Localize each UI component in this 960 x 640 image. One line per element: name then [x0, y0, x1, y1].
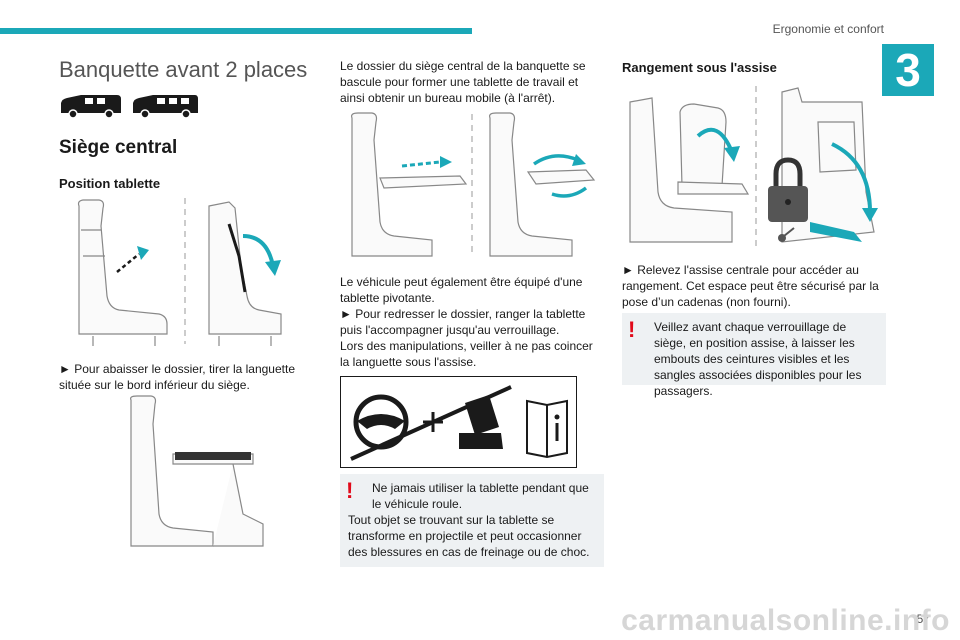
warning-icon: !: [628, 317, 636, 342]
tab-caution-note: Lors des manipulations, veiller à ne pas…: [340, 339, 593, 369]
page-title: Banquette avant 2 places: [59, 57, 308, 82]
intro-backrest-table: Le dossier du siège central de la banque…: [340, 59, 586, 105]
van-long-icon: [133, 95, 198, 119]
seat-table-icon: [459, 395, 503, 449]
illustration-under-seat-storage: [622, 82, 884, 252]
warning-no-use-while-driving: Ne jamais utiliser la tablette pendant q…: [372, 481, 589, 511]
chapter-number-badge: 3: [882, 44, 934, 96]
van-icons: [59, 93, 199, 119]
van-short-icon: [61, 95, 121, 119]
symbol-box-no-table-while-driving: [340, 376, 577, 468]
warning-seatbelt-text: Veillez avant chaque verrouillage de siè…: [654, 320, 862, 398]
padlock-icon: [768, 157, 808, 222]
section-heading-under-seat-storage: Rangement sous l'assise: [622, 60, 777, 75]
warning-projectile: Tout objet se trouvant sur la tablette s…: [348, 513, 590, 559]
section-heading-central-seat: Siège central: [59, 137, 178, 158]
swivel-table-note: Le véhicule peut également être équipé d…: [340, 275, 583, 305]
manual-info-icon: [526, 399, 568, 459]
paragraph-swivel-table: Le véhicule peut également être équipé d…: [340, 274, 600, 370]
watermark-logo: carmanualsonline.info: [621, 604, 950, 637]
step-raise-seat-storage: ► Relevez l'assise centrale pour accéder…: [622, 263, 879, 309]
step-raise-backrest: ► Pour redresser le dossier, ranger la t…: [340, 307, 586, 337]
illustration-seat-tab-pull: [59, 196, 289, 346]
top-accent-bar: [0, 28, 472, 34]
chapter-label: Ergonomie et confort: [772, 22, 884, 36]
warning-box-seatbelts: ! Veillez avant chaque verrouillage de s…: [622, 313, 886, 398]
step-lower-backrest: ► Pour abaisser le dossier, tirer la lan…: [59, 362, 295, 392]
illustration-table-sliding: [340, 110, 598, 260]
key-icon: [778, 227, 795, 242]
warning-box-table-driving: ! Ne jamais utiliser la tablette pendant…: [340, 474, 604, 567]
warning-icon: !: [346, 478, 354, 503]
page-number: 57: [916, 612, 930, 626]
illustration-seat-table-lowered: [113, 394, 273, 554]
subsection-heading-table-position: Position tablette: [59, 176, 161, 191]
